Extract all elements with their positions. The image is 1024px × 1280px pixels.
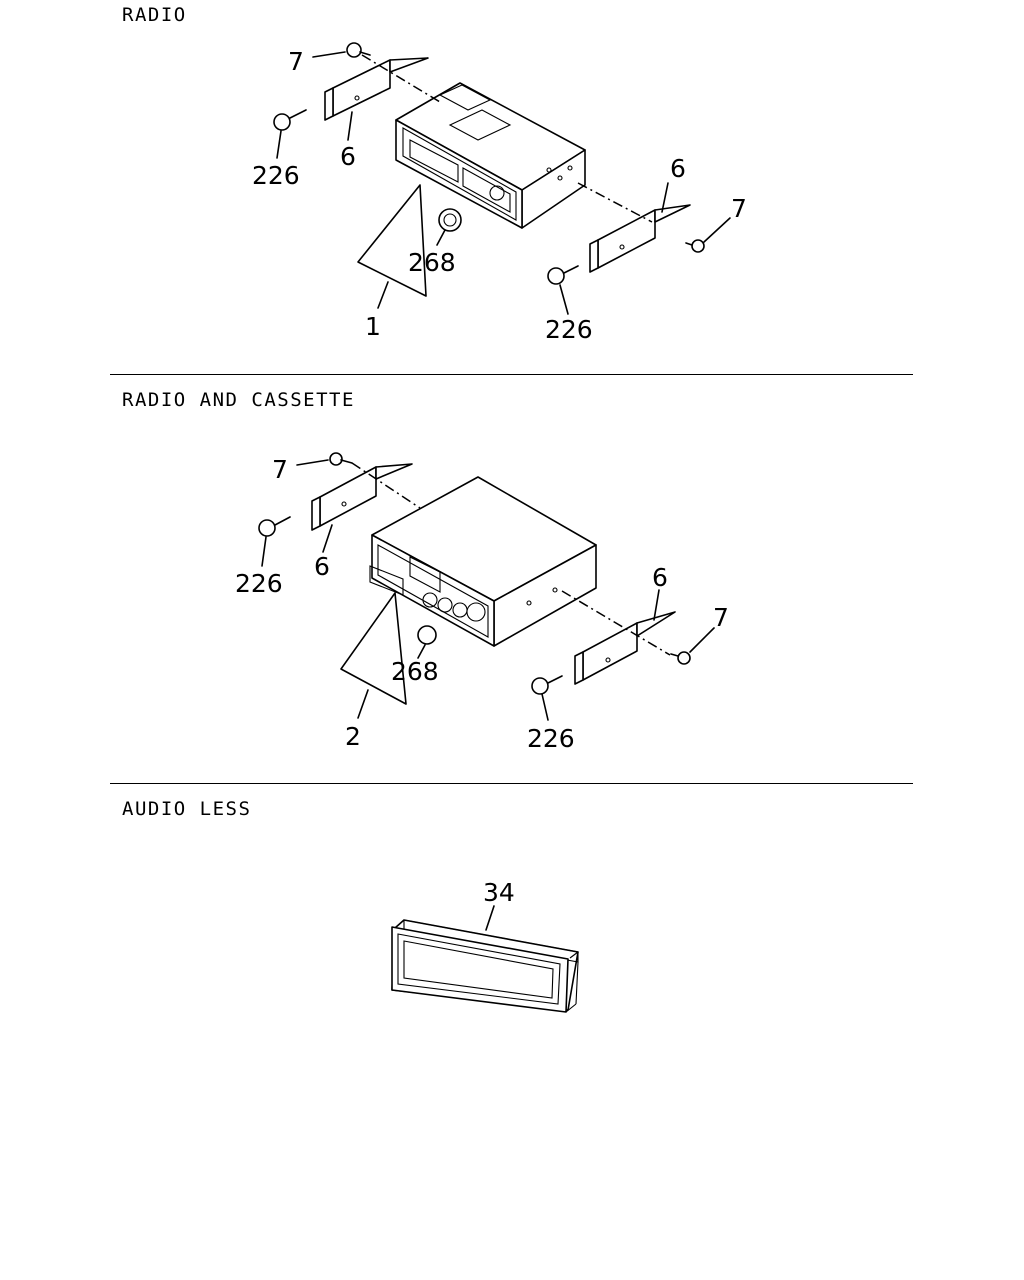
callout-7: 7: [731, 194, 747, 223]
callout-226: 226: [235, 569, 283, 598]
callout-1: 1: [365, 312, 381, 341]
callout-34: 34: [483, 878, 515, 907]
callout-6: 6: [670, 154, 686, 183]
callout-6: 6: [340, 142, 356, 171]
section-divider: [110, 783, 913, 784]
knob-icon: [438, 208, 462, 232]
callout-7: 7: [288, 47, 304, 76]
bolt-icon: [531, 675, 563, 695]
screw-icon: [329, 452, 353, 466]
screw-icon: [685, 239, 705, 253]
radio-cassette-diagram: [258, 452, 715, 721]
section-divider: [110, 374, 913, 375]
bezel-drawing: [391, 919, 579, 1013]
callout-6: 6: [652, 563, 668, 592]
callout-226: 226: [252, 161, 300, 190]
bracket-right: [574, 611, 676, 685]
callout-7: 7: [272, 455, 288, 484]
callout-268: 268: [408, 248, 456, 277]
section-title-radio: RADIO: [122, 4, 187, 26]
bolt-icon: [273, 109, 307, 131]
callout-2: 2: [345, 722, 361, 751]
callout-226: 226: [527, 724, 575, 753]
screw-icon: [670, 651, 691, 665]
callout-7: 7: [713, 603, 729, 632]
bracket-left: [324, 57, 429, 121]
section-title-audio-less: AUDIO LESS: [122, 798, 252, 820]
bracket-left: [311, 463, 413, 531]
radio-cassette-unit: [369, 476, 597, 647]
radio-diagram: [273, 42, 731, 315]
callout-6: 6: [314, 552, 330, 581]
screw-icon: [346, 42, 371, 58]
callout-226: 226: [545, 315, 593, 344]
callout-268: 268: [391, 657, 439, 686]
section-title-radio-cassette: RADIO AND CASSETTE: [122, 389, 355, 411]
radio-unit: [395, 82, 586, 229]
bracket-right: [589, 204, 691, 273]
bolt-icon: [258, 516, 291, 537]
bolt-icon: [547, 265, 579, 285]
knob-icon: [417, 625, 437, 645]
